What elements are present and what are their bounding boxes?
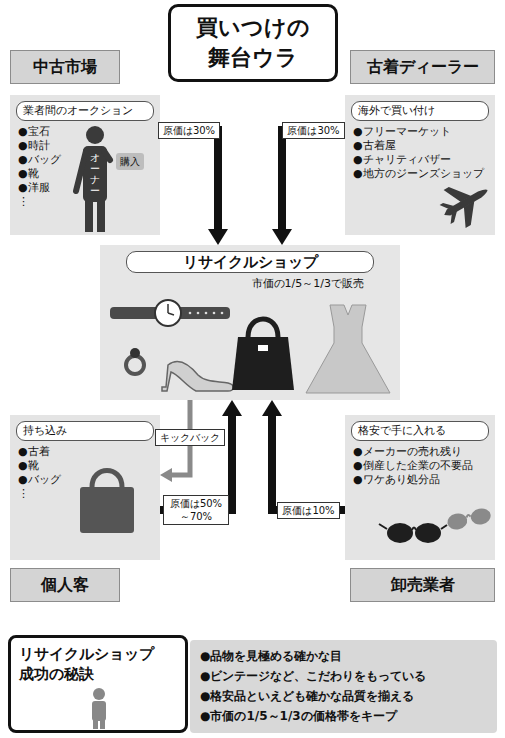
sunglasses-grey (466, 515, 470, 518)
list-item: ●古着 (16, 445, 50, 459)
tag-label: 個人客 (11, 569, 119, 601)
price-note: 市価の1/5～1/3で販売 (252, 276, 364, 292)
tip-item: ●格安品といえども確かな品質を揃える (200, 686, 414, 706)
panel-heading: 格安で手に入れる (351, 421, 489, 441)
watch-dots (221, 312, 224, 315)
source-tag: 古着ディーラー (350, 50, 495, 84)
watch-face (155, 300, 181, 326)
figure-leg (85, 200, 93, 232)
list-item: ●靴 (16, 167, 39, 181)
watch-dots (189, 312, 224, 315)
tag-label: 卸売業者 (351, 569, 494, 601)
panel-heading: 海外で買い付け (351, 101, 489, 121)
source-panel: 海外で買い付け ●フリーマーケット●古着屋●チャリティバザー●地方のジーンズショッ… (345, 95, 495, 235)
list-item: ●古着屋 (351, 139, 396, 153)
ring-band (126, 356, 144, 374)
airplane-tail (440, 199, 461, 224)
bag-clasp (258, 345, 268, 351)
list-item: ●チャリティバザー (351, 153, 451, 167)
source-tag: 中古市場 (10, 50, 120, 84)
sunglasses-grey (446, 512, 469, 532)
shop-heading: リサイクルショップ (126, 251, 374, 273)
sunglasses-black (412, 528, 416, 531)
source-panel: 持ち込み ●古着●靴●バッグ⋮ (10, 415, 160, 560)
source-tag: 個人客 (10, 568, 120, 602)
sunglasses-black (379, 523, 447, 543)
person-head (93, 688, 105, 700)
cost-label: キックバック (155, 429, 225, 446)
list-item: ⋮ (16, 195, 29, 209)
ring-stone (130, 348, 140, 358)
panel-heading: 持ち込み (16, 421, 154, 441)
bag-handle (92, 471, 122, 488)
title-box: 買いつけの 舞台ウラ (168, 4, 338, 82)
list-item: ●宝石 (16, 125, 50, 139)
shop-box: リサイクルショップ市価の1/5～1/3で販売 (100, 245, 400, 400)
owner-label: オーナー (90, 152, 100, 196)
list-item: ●洋服 (16, 181, 50, 195)
source-panel: 業者間のオークション ●宝石●時計●バッグ●靴●洋服⋮ オーナー 購入 (10, 95, 160, 235)
list-item: ●メーカーの売れ残り (351, 445, 462, 459)
tag-label: 中古市場 (11, 51, 119, 83)
panel-heading: 業者間のオークション (16, 101, 154, 121)
figure-arm (104, 151, 110, 160)
watch-hands (168, 304, 174, 315)
bag-handle (248, 319, 278, 337)
cost-label: 原価は10% (277, 502, 339, 519)
bag-body (80, 487, 134, 533)
tip-list: ●品物を見極める確かな目●ビンテージなど、こだわりをもっている●格安品といえども… (190, 640, 497, 733)
cost-label: 原価は50% ～70% (163, 495, 229, 525)
bag-body (232, 337, 294, 390)
watch-strap (110, 307, 230, 319)
tip-item: ●品物を見極める確かな目 (200, 646, 342, 666)
list-item: ●フリーマーケット (351, 125, 451, 139)
sunglasses-grey (446, 507, 492, 532)
person-leg (93, 720, 98, 729)
dress-icon (306, 305, 390, 393)
person-body (92, 701, 106, 721)
sunglasses-black (379, 524, 447, 529)
list-item: ●倒産した企業の不要品 (351, 459, 473, 473)
source-tag: 卸売業者 (350, 568, 495, 602)
watch-dots (205, 312, 208, 315)
cost-label: 原価は30% (158, 122, 220, 139)
tag-label: 古着ディーラー (351, 51, 494, 83)
list-item: ●バッグ (16, 473, 61, 487)
watch-dots (197, 312, 200, 315)
tip-item: ●市価の1/5～1/3の価格帯をキープ (200, 706, 397, 726)
watch-dots (213, 312, 216, 315)
tip-item: ●ビンテージなど、こだわりをもっている (200, 666, 426, 686)
watch-dots (189, 312, 192, 315)
person-leg (100, 720, 105, 729)
airplane-icon (433, 171, 498, 234)
list-item: ●ワケあり処分品 (351, 473, 440, 487)
flow-arrow (282, 130, 345, 233)
list-item: ●バッグ (16, 153, 61, 167)
flow-arrow (272, 412, 345, 510)
source-panel: 格安で手に入れる ●メーカーの売れ残り●倒産した企業の不要品●ワケあり処分品 (345, 415, 495, 560)
buy-tag: 購入 (116, 153, 144, 170)
secret-heading: リサイクルショップ 成功の秘訣 (19, 644, 177, 684)
secret-box: リサイクルショップ 成功の秘訣 (8, 635, 188, 733)
figure-arm (76, 151, 86, 191)
sunglasses-grey (469, 507, 492, 527)
figure-head (86, 126, 104, 144)
list-item: ●地方のジーンズショップ (351, 167, 484, 181)
list-item: ⋮ (16, 487, 29, 501)
sunglasses-black (415, 523, 441, 543)
figure-body (83, 146, 107, 202)
cost-label: 原価は30% (282, 122, 344, 139)
shoe-icon (162, 361, 233, 391)
airplane-wing (444, 179, 484, 228)
airplane-body (442, 187, 489, 218)
flow-arrow (160, 130, 218, 233)
list-item: ●靴 (16, 459, 39, 473)
sunglasses-black (387, 523, 413, 543)
figure-leg (97, 200, 105, 232)
list-item: ●時計 (16, 139, 50, 153)
